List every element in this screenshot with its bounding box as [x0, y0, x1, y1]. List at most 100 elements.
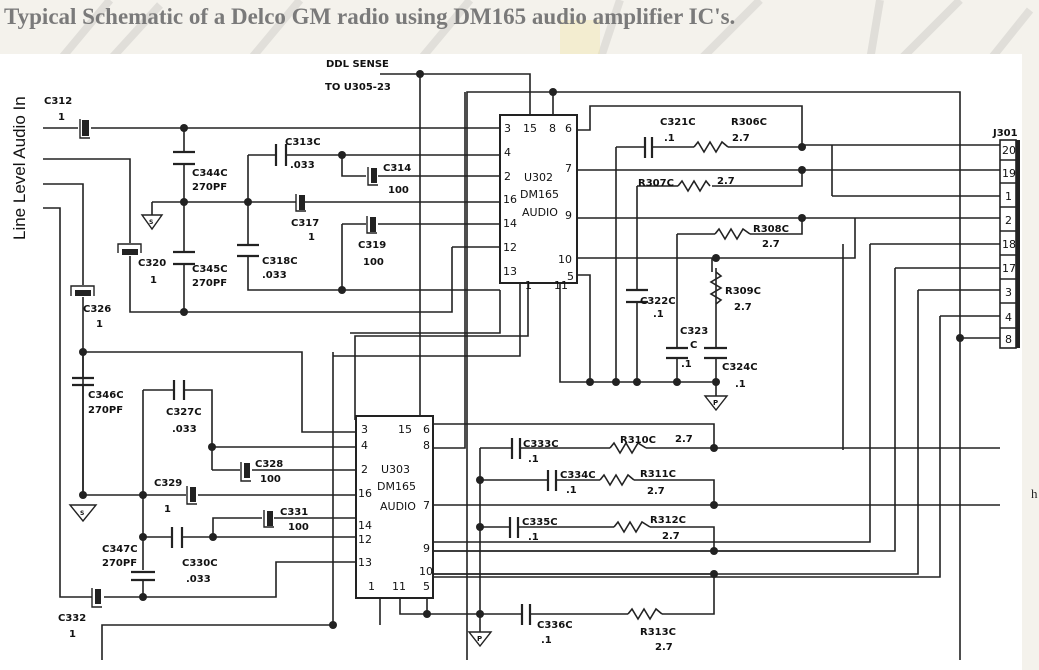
u302-pin-7: 7 — [565, 162, 572, 175]
capacitor-c322c — [626, 288, 648, 304]
u302-pin-8: 8 — [549, 122, 556, 135]
u303-part: DM165 — [377, 480, 416, 493]
label-c347c-ref: C347C — [102, 544, 138, 555]
resistor-r307c — [677, 179, 711, 193]
label-c335c-ref: C335C — [522, 517, 558, 528]
label-c323-ref2: C — [690, 340, 697, 351]
u302-pin-11: 11 — [554, 279, 568, 292]
u303-pin-5: 5 — [423, 580, 430, 593]
label-c331-ref: C331 — [280, 507, 308, 518]
j301-pin-18: 18 — [1002, 238, 1016, 251]
resistor-r310c — [609, 441, 647, 455]
u303-pin-9: 9 — [423, 542, 430, 555]
u302-function: AUDIO — [522, 206, 558, 219]
capacitor-c344c — [173, 150, 195, 166]
label-c346c-ref: C346C — [88, 390, 124, 401]
label-c332-val: 1 — [69, 629, 76, 640]
label-c320-ref: C320 — [138, 258, 166, 269]
label-c330c-ref: C330C — [182, 558, 218, 569]
label-c332-ref: C332 — [58, 613, 86, 624]
label-c320-val: 1 — [150, 275, 157, 286]
capacitor-c320 — [117, 243, 142, 255]
label-c322c-ref: C322C — [640, 296, 676, 307]
label-c327c-ref: C327C — [166, 407, 202, 418]
u303-function: AUDIO — [380, 500, 416, 513]
u303-pin-4: 4 — [361, 439, 368, 452]
ground-label: S — [80, 510, 84, 517]
u303-pin-10: 10 — [419, 565, 433, 578]
label-c345c-ref: C345C — [192, 264, 228, 275]
u303-pin-2: 2 — [361, 463, 368, 476]
ground-label: P — [477, 635, 482, 643]
u303-pin-16: 16 — [358, 487, 372, 500]
label-c313c-ref: C313C — [285, 137, 321, 148]
capacitor-c312 — [79, 119, 90, 139]
label-c323-val: .1 — [681, 359, 692, 370]
capacitor-c324c — [704, 346, 727, 360]
capacitor-c331 — [263, 510, 274, 528]
capacitor-c318c — [237, 243, 259, 258]
resistors — [599, 140, 751, 621]
u303-pin-8: 8 — [423, 439, 430, 452]
net-label-ddl-sense: DDL SENSE — [326, 59, 389, 70]
capacitor-c334c — [546, 470, 558, 491]
label-c321c-ref: C321C — [660, 117, 696, 128]
u303-pin-1: 1 — [368, 580, 375, 593]
capacitor-c327c — [172, 380, 186, 400]
u303-pin-14: 14 — [358, 519, 372, 532]
j301-pin-17: 17 — [1002, 262, 1016, 275]
j301-pin-1: 1 — [1005, 190, 1012, 203]
capacitor-c333c — [510, 438, 522, 459]
u303-pin-3: 3 — [361, 423, 368, 436]
label-c331-val: 100 — [288, 522, 309, 533]
label-c319-ref: C319 — [358, 240, 386, 251]
capacitor-c326 — [70, 285, 95, 296]
capacitor-c345c — [173, 250, 195, 266]
u302-pin-4: 4 — [504, 146, 511, 159]
label-c328-val: 100 — [260, 474, 281, 485]
ground-power-icon: P — [703, 395, 729, 412]
u302-pin-5: 5 — [567, 270, 574, 283]
net-label-to-u305: TO U305-23 — [325, 82, 391, 93]
u302-pin-9: 9 — [565, 209, 572, 222]
ground-label: S — [149, 219, 153, 226]
label-r312c-ref: R312C — [650, 515, 686, 526]
label-c327c-val: .033 — [172, 424, 197, 435]
label-r311c-ref: R311C — [640, 469, 676, 480]
label-c313c-val: .033 — [290, 160, 315, 171]
resistor-r309c — [709, 271, 723, 305]
ic-u302: 3 4 2 16 14 12 13 15 8 6 7 9 10 5 1 11 U… — [499, 114, 578, 292]
resistor-r308c — [714, 227, 751, 241]
capacitor-c347c — [131, 570, 155, 582]
label-c335c-val: .1 — [528, 532, 539, 543]
label-c314-ref: C314 — [383, 163, 411, 174]
capacitors — [72, 137, 727, 625]
j301-pin-2: 2 — [1005, 214, 1012, 227]
capacitor-c313c — [274, 144, 288, 166]
edge-fragment-text: h — [1031, 486, 1038, 501]
label-c329-ref: C329 — [154, 478, 182, 489]
capacitor-c321c — [643, 137, 654, 158]
label-c322c-val: .1 — [653, 309, 664, 320]
label-c345c-val: 270PF — [192, 278, 227, 289]
u302-pin-1: 1 — [525, 279, 532, 292]
label-c324c-val: .1 — [735, 379, 746, 390]
label-c324c-ref: C324C — [722, 362, 758, 373]
label-c319-val: 100 — [363, 257, 384, 268]
u302-pin-13: 13 — [503, 265, 517, 278]
u303-pin-15: 15 — [398, 423, 412, 436]
ground-symbols: S S P P — [68, 214, 729, 648]
label-c334c-ref: C334C — [560, 470, 596, 481]
label-r308c-ref: R308C — [753, 224, 789, 235]
label-c336c-val: .1 — [541, 635, 552, 646]
j301-pin-19: 19 — [1002, 167, 1016, 180]
electrolytic-capacitors — [70, 119, 378, 608]
ground-signal-icon: S — [68, 504, 98, 523]
junction-dots — [79, 70, 964, 629]
resistor-r312c — [613, 520, 651, 534]
label-c328-ref: C328 — [255, 459, 283, 470]
capacitor-c332 — [91, 588, 102, 608]
u303-pin-12: 12 — [358, 533, 372, 546]
label-r306c-val: 2.7 — [732, 133, 750, 144]
label-c326-ref: C326 — [83, 304, 111, 315]
